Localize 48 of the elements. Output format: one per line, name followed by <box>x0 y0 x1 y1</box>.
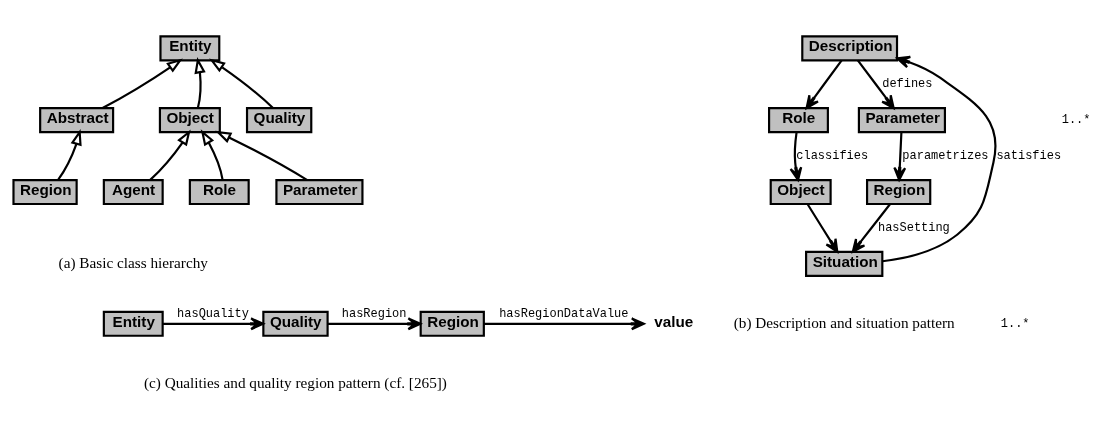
node-box: Region <box>12 179 78 206</box>
node-box: Object <box>158 107 221 134</box>
label: (c) Qualities and quality region pattern (cf. [265]) <box>144 373 447 391</box>
arrow <box>57 129 82 181</box>
arrow <box>163 317 265 331</box>
arrow <box>856 59 895 110</box>
label: 1..* <box>1000 316 1030 331</box>
arrow <box>805 59 843 110</box>
edge-label: hasRegionDataValue <box>499 307 629 322</box>
node-box: Region <box>866 179 932 206</box>
arrow <box>149 129 191 181</box>
edge-label: hasSetting <box>877 221 950 236</box>
label: 1..* <box>1061 113 1091 128</box>
edge-label: satisfies <box>996 149 1062 164</box>
edge-label: classifies <box>796 149 869 164</box>
arrow <box>215 130 308 181</box>
node-box: Agent <box>102 179 164 206</box>
arrow <box>893 132 907 181</box>
edge-label: hasRegion <box>341 307 407 322</box>
edge-label: hasQuality <box>177 307 249 322</box>
node-box: Quality <box>245 107 313 134</box>
edge-label: parametrizes <box>902 149 989 164</box>
arrow <box>882 55 997 263</box>
node-box: Region <box>419 310 485 337</box>
label: (b) Description and situation pattern <box>733 313 955 331</box>
arrow <box>200 129 224 181</box>
node-box: Abstract <box>39 107 115 134</box>
arrow <box>209 58 274 109</box>
node-box: Entity <box>159 35 221 62</box>
arrow <box>851 203 891 253</box>
node-box: Parameter <box>857 107 946 134</box>
node-text: value <box>654 312 694 330</box>
arrow <box>194 57 206 109</box>
node-box: Parameter <box>275 179 364 206</box>
arrow <box>483 317 645 331</box>
arrow <box>102 58 183 110</box>
edge-label: defines <box>882 77 933 92</box>
arrow <box>327 317 422 331</box>
arrow <box>806 203 839 253</box>
node-box: Entity <box>102 310 164 337</box>
node-box: Description <box>801 35 899 62</box>
node-box: Situation <box>805 250 884 277</box>
arrow <box>789 132 803 182</box>
node-box: Object <box>769 179 832 206</box>
node-box: Role <box>768 107 829 134</box>
label: (a) Basic class hierarchy <box>58 253 208 271</box>
node-box: Quality <box>262 310 329 337</box>
node-box: Role <box>188 179 250 206</box>
